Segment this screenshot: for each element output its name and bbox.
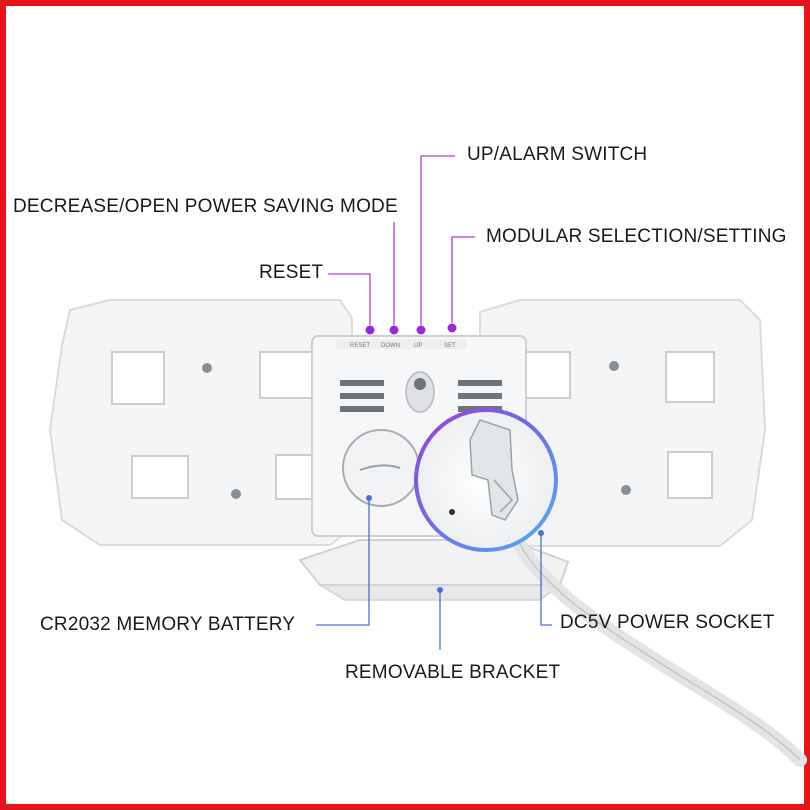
down-button[interactable] xyxy=(389,325,399,335)
svg-text:RESET: RESET xyxy=(350,343,370,349)
label-up-alarm-switch: UP/ALARM SWITCH xyxy=(467,144,648,165)
reset-button[interactable] xyxy=(365,325,375,335)
label-reset: RESET xyxy=(259,262,324,283)
up-button[interactable] xyxy=(416,325,426,335)
label-battery: CR2032 MEMORY BATTERY xyxy=(40,614,296,635)
power-socket-ring xyxy=(414,408,558,552)
battery-cover xyxy=(342,429,420,507)
clock-left-digits xyxy=(48,299,353,546)
set-button[interactable] xyxy=(447,323,457,333)
label-decrease-power-saving: DECREASE/OPEN POWER SAVING MODE xyxy=(13,196,398,217)
svg-text:SET: SET xyxy=(444,343,456,349)
svg-text:UP: UP xyxy=(414,343,422,349)
label-modular-selection: MODULAR SELECTION/SETTING xyxy=(486,226,787,247)
svg-text:DOWN: DOWN xyxy=(381,343,400,349)
label-bracket: REMOVABLE BRACKET xyxy=(345,662,561,683)
leader-lines xyxy=(316,155,552,650)
label-power-socket: DC5V POWER SOCKET xyxy=(560,612,775,633)
